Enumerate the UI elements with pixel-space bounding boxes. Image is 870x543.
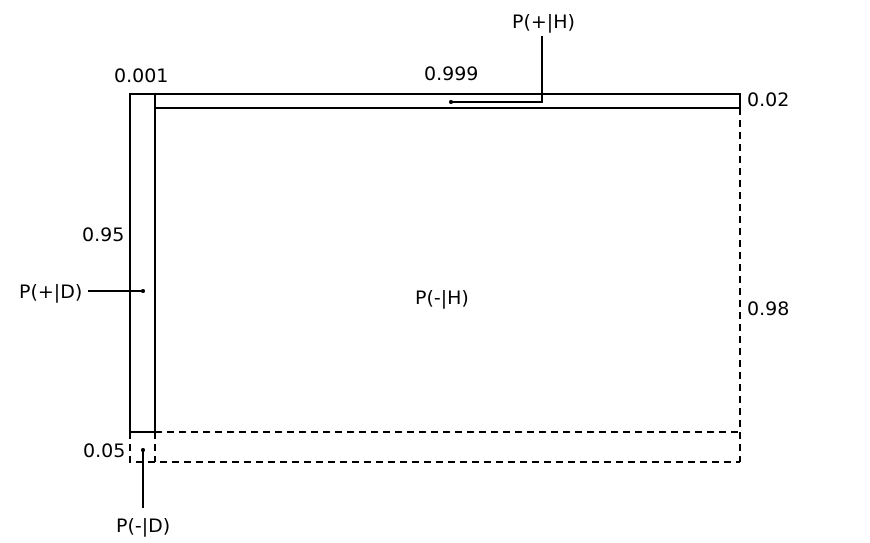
- healthy-positive-region: [155, 93, 741, 109]
- p-neg-given-d-label: P(-|D): [116, 515, 170, 537]
- p-pos-given-h-value: 0.999: [424, 63, 478, 85]
- p-pos-given-d-dot: [141, 289, 145, 293]
- diseased-positive-region: [129, 93, 156, 433]
- p-pos-given-h-label: P(+|H): [512, 11, 575, 33]
- p-neg-given-h-label: P(-|H): [415, 287, 469, 309]
- p-pos-given-d-label: P(+|D): [19, 281, 82, 303]
- prior-label: 0.001: [114, 65, 168, 87]
- p-pos-given-h-leader: [451, 36, 543, 103]
- p-pos-given-h-dot: [449, 100, 453, 104]
- p-neg-given-d-dot: [141, 448, 145, 452]
- sensitivity-label: 0.95: [82, 224, 124, 246]
- specificity-label: 0.98: [747, 298, 789, 320]
- false-positive-rate-label: 0.02: [747, 89, 789, 111]
- miss-rate-label: 0.05: [83, 440, 125, 462]
- bottom-dashed-edge: [129, 432, 740, 463]
